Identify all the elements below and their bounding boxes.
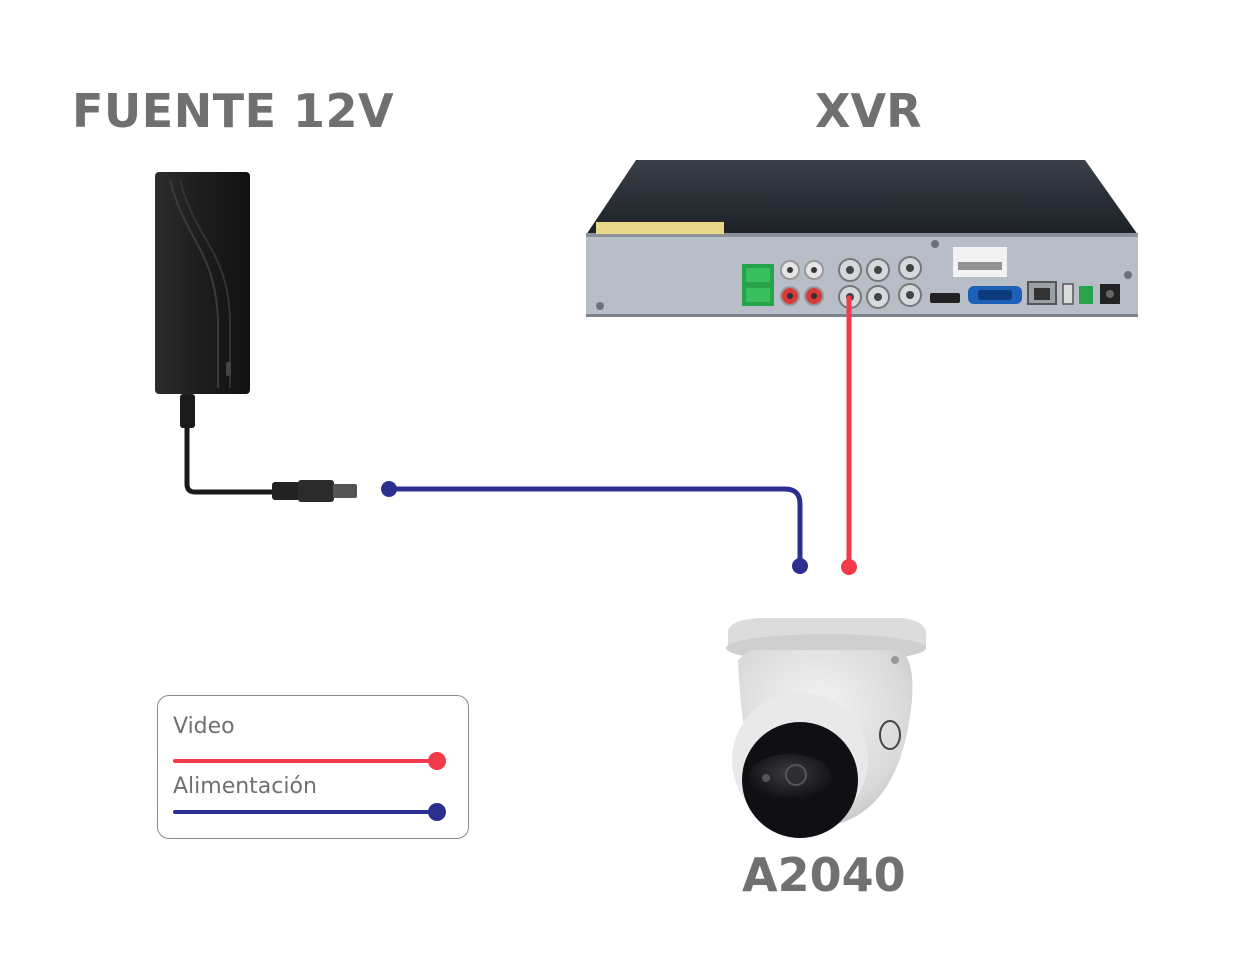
legend-power-label: Alimentación <box>173 774 317 799</box>
dc-plug-icon <box>272 480 357 502</box>
legend: Video Alimentación <box>157 695 469 839</box>
dome-camera-icon <box>726 618 927 838</box>
legend-power-dot <box>428 803 446 821</box>
video-cable <box>841 295 857 575</box>
power-cable <box>381 481 808 574</box>
power-adapter-icon <box>155 172 275 495</box>
xvr-label: XVR <box>815 84 922 138</box>
legend-power-line <box>173 810 437 814</box>
camera-model-label: A2040 <box>742 848 906 902</box>
legend-video-line <box>173 759 437 763</box>
legend-video-label: Video <box>173 714 235 739</box>
xvr-recorder-icon <box>586 160 1138 317</box>
power-supply-label: FUENTE 12V <box>72 84 395 138</box>
legend-video-dot <box>428 752 446 770</box>
